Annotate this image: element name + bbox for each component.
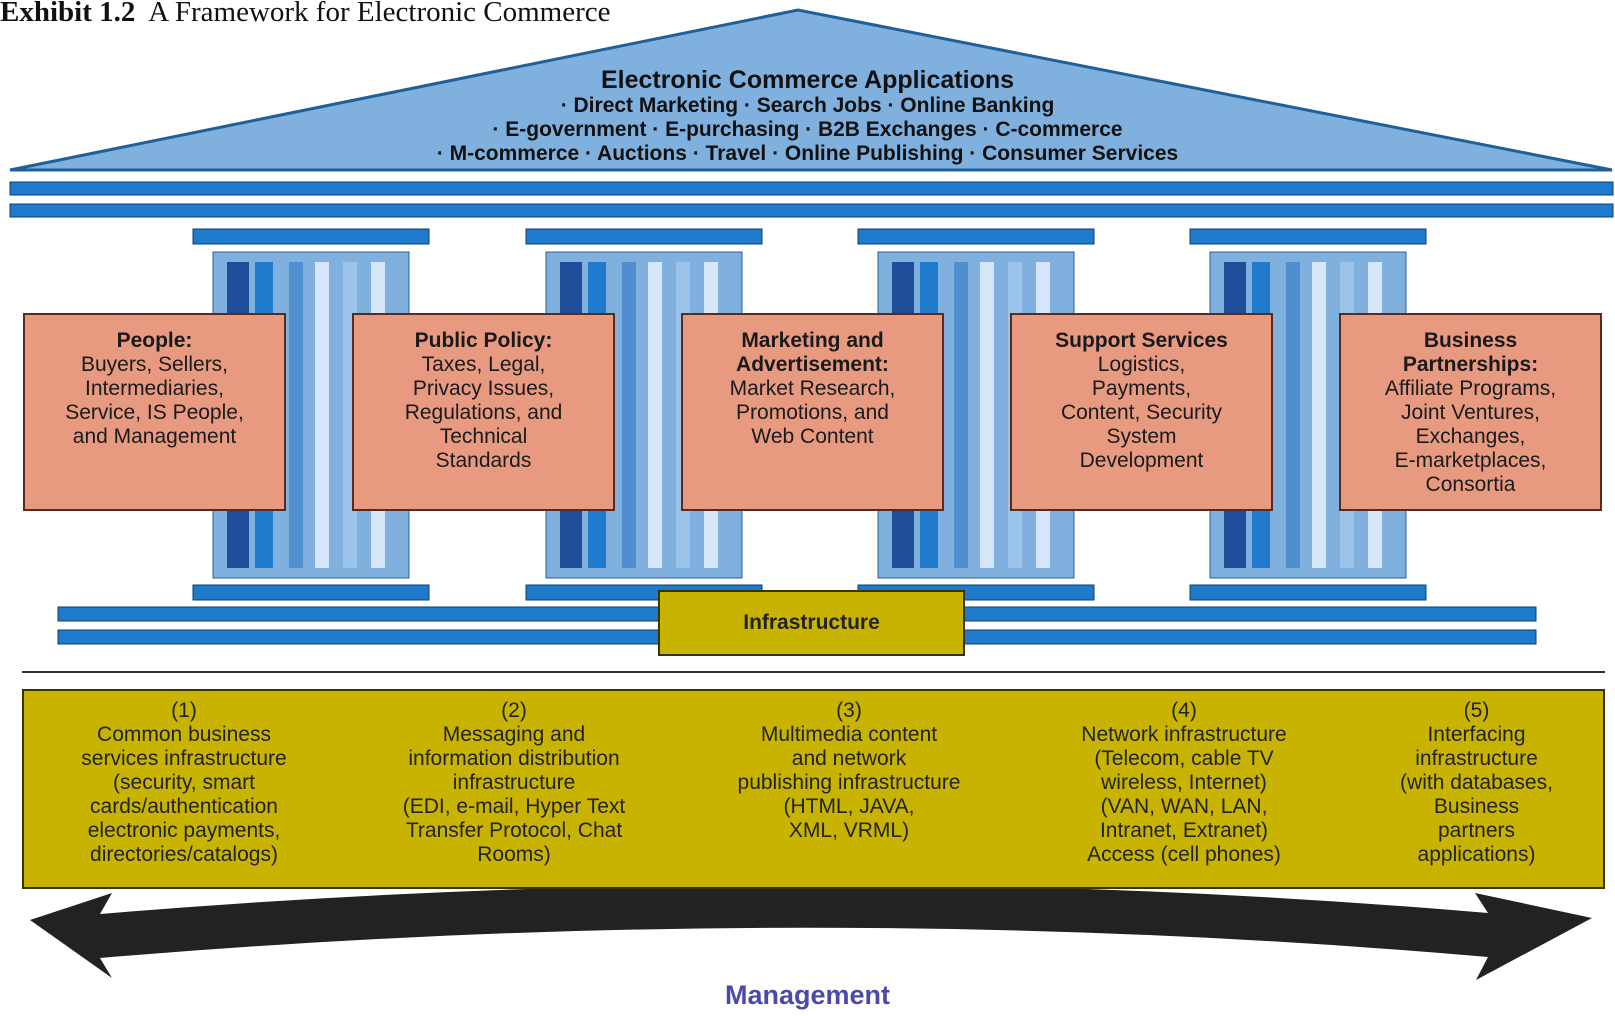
column-flute	[980, 262, 994, 568]
pillar-box-support-services: Support Services Logistics, Payments, Co…	[1010, 313, 1273, 511]
item-text: Intranet, Extranet)	[1099, 819, 1269, 842]
column-capital	[192, 228, 430, 245]
pillar-text: Promotions, and	[736, 401, 889, 424]
pillar-text: Payments,	[1091, 377, 1192, 400]
entablature-bar	[9, 181, 1614, 196]
management-arrow	[30, 884, 1592, 980]
pillar-title: Support Services	[1055, 329, 1228, 352]
pillar-text: Buyers, Sellers,	[80, 353, 229, 376]
pillar-text: Intermediaries,	[85, 377, 224, 400]
roof-line: · M-commerce · Auctions · Travel · Onlin…	[436, 142, 1179, 165]
item-text: Common business	[97, 723, 271, 746]
column-flute	[954, 262, 968, 568]
item-text: applications)	[1417, 843, 1536, 866]
column-flute	[289, 262, 303, 568]
pillar-box-public-policy: Public Policy: Taxes, Legal, Privacy Iss…	[352, 313, 615, 511]
item-text: (VAN, WAN, LAN,	[1100, 795, 1268, 818]
pillar-text: Technical	[439, 425, 528, 448]
infrastructure-label-box: Infrastructure	[658, 590, 965, 656]
item-text: cards/authentication	[90, 795, 278, 818]
item-text: Messaging and	[442, 723, 586, 746]
roof-pediment	[9, 8, 1613, 172]
roof-line: · E-government · E-purchasing · B2B Exch…	[492, 118, 1123, 141]
pillar-title: Marketing and Advertisement:	[736, 329, 889, 376]
pillar-text: Joint Ventures,	[1401, 401, 1540, 424]
pillar-text: Web Content	[751, 425, 874, 448]
pillar-text: System	[1106, 425, 1177, 448]
pillar-text: Consortia	[1425, 473, 1516, 496]
item-text: Rooms)	[477, 843, 551, 866]
item-text: services infrastructure	[81, 747, 287, 770]
exhibit-caption: Exhibit 1.2 A Framework for Electronic C…	[0, 0, 720, 31]
item-text: (with databases,	[1400, 771, 1553, 794]
column-base	[1189, 584, 1427, 601]
management-label: Management	[724, 980, 891, 1010]
pillar-text: Development	[1079, 449, 1204, 472]
column-flute	[1286, 262, 1300, 568]
infrastructure-item-3: (3) Multimedia content and network publi…	[694, 699, 1004, 843]
infrastructure-item-5: (5) Interfacing infrastructure (with dat…	[1359, 699, 1594, 867]
pillar-text: Standards	[435, 449, 532, 472]
item-text: (HTML, JAVA,	[783, 795, 915, 818]
item-text: (Telecom, cable TV	[1094, 747, 1274, 770]
item-text: Multimedia content	[760, 723, 938, 746]
item-text: Interfacing	[1427, 723, 1526, 746]
column-flute	[315, 262, 329, 568]
column-capital	[857, 228, 1095, 245]
item-text: Network infrastructure	[1081, 723, 1287, 746]
pillar-text: Content, Security	[1060, 401, 1223, 424]
item-text: directories/catalogs)	[90, 843, 278, 866]
entablature-bar	[9, 203, 1614, 218]
exhibit-label: Exhibit 1.2	[0, 0, 136, 28]
item-text: partners	[1437, 819, 1516, 842]
infrastructure-item-4: (4) Network infrastructure (Telecom, cab…	[1034, 699, 1334, 867]
pillar-text: Regulations, and	[404, 401, 563, 424]
item-text: Access (cell phones)	[1087, 843, 1281, 866]
item-text: Transfer Protocol, Chat	[405, 819, 623, 842]
item-text: (EDI, e-mail, Hyper Text	[402, 795, 626, 818]
column-flute	[1312, 262, 1326, 568]
item-text: infrastructure	[452, 771, 576, 794]
pillar-box-marketing: Marketing and Advertisement: Market Rese…	[681, 313, 944, 511]
infrastructure-item-2: (2) Messaging and information distributi…	[364, 699, 664, 867]
exhibit-title: A Framework for Electronic Commerce	[148, 0, 611, 28]
item-text: electronic payments,	[87, 819, 281, 842]
pillar-box-business-partnerships: Business Partnerships: Affiliate Program…	[1339, 313, 1602, 511]
roof-title: Electronic Commerce Applications	[600, 66, 1015, 94]
infrastructure-item-1: (1) Common business services infrastruct…	[34, 699, 334, 867]
pillar-text: Privacy Issues,	[412, 377, 555, 400]
item-text: wireless, Internet)	[1101, 771, 1267, 794]
pillar-title: Public Policy:	[414, 329, 553, 352]
roof-line: · Direct Marketing · Search Jobs · Onlin…	[560, 94, 1055, 117]
infrastructure-base: (1) Common business services infrastruct…	[22, 689, 1605, 889]
pillar-title: Business Partnerships:	[1402, 329, 1539, 376]
column-capital	[1189, 228, 1427, 245]
pillar-text: and Management	[72, 425, 237, 448]
pillar-title: People:	[116, 329, 193, 352]
item-number: (2)	[501, 699, 527, 722]
pillar-text: E-marketplaces,	[1394, 449, 1547, 472]
column-flute	[622, 262, 636, 568]
item-text: and network	[791, 747, 907, 770]
pillar-text: Exchanges,	[1415, 425, 1526, 448]
column-capital	[525, 228, 763, 245]
item-number: (4)	[1171, 699, 1197, 722]
pillar-text: Service, IS People,	[65, 401, 244, 424]
item-number: (5)	[1463, 699, 1490, 722]
item-text: XML, VRML)	[788, 819, 910, 842]
item-text: Business	[1433, 795, 1520, 818]
pillar-text: Taxes, Legal,	[421, 353, 546, 376]
pillar-text: Logistics,	[1097, 353, 1186, 376]
item-text: (security, smart	[113, 771, 255, 794]
item-number: (1)	[171, 699, 197, 722]
item-number: (3)	[836, 699, 862, 722]
item-text: infrastructure	[1415, 747, 1538, 770]
pillar-text: Market Research,	[729, 377, 896, 400]
pillar-text: Affiliate Programs,	[1384, 377, 1557, 400]
item-text: information distribution	[408, 747, 620, 770]
column-flute	[648, 262, 662, 568]
item-text: publishing infrastructure	[737, 771, 961, 794]
column-base	[192, 584, 430, 601]
pillar-box-people: People: Buyers, Sellers, Intermediaries,…	[23, 313, 286, 511]
